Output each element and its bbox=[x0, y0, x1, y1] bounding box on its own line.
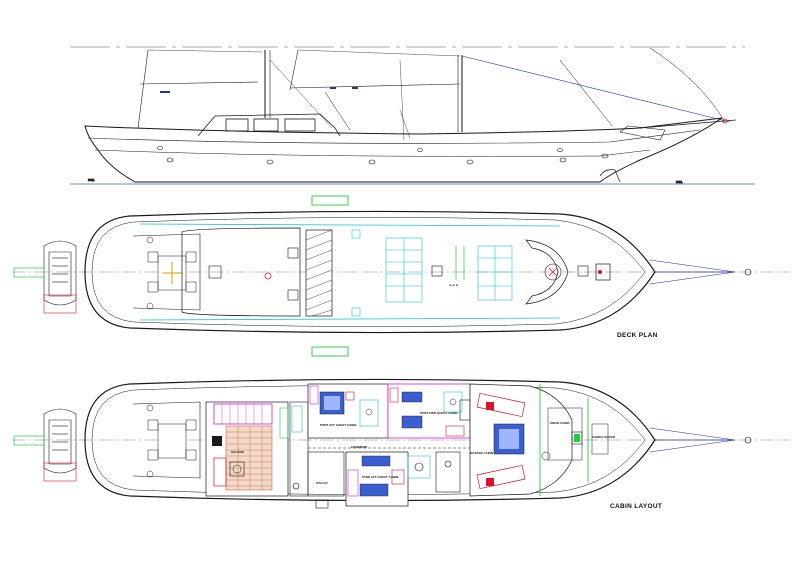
galley bbox=[289, 401, 345, 509]
crew-label: CREW CABIN bbox=[550, 421, 570, 425]
deck-sunbeds bbox=[385, 237, 513, 303]
deck-dining bbox=[146, 236, 197, 310]
side-profile: DWL DWL bbox=[70, 46, 755, 185]
corridor-label: CORRIDOR bbox=[351, 445, 368, 449]
port-fwd-label: PORT FWD GUEST CABIN bbox=[420, 411, 458, 415]
port-aft-guest-cabin: PORT AFT GUEST CABIN bbox=[307, 383, 389, 439]
crew-cabin: CREW CABIN bbox=[547, 407, 583, 461]
port-fwd-guest-cabin: PORT FWD GUEST CABIN bbox=[387, 383, 471, 439]
svg-text:⊕ ⊕ ⊕: ⊕ ⊕ ⊕ bbox=[449, 283, 459, 287]
profile-dwl-right: DWL bbox=[676, 180, 683, 184]
saloon: SALOON bbox=[205, 401, 289, 497]
fore-seating bbox=[525, 239, 569, 305]
cabin-locker: CABIN LOCKER bbox=[591, 423, 616, 455]
companionway-hatch bbox=[305, 229, 333, 317]
cabin-layout: SALOON GALLEY CORRIDOR PORT AFT GUEST CA… bbox=[12, 378, 790, 510]
profile-dwl-left: DWL bbox=[88, 178, 95, 182]
cabin-layout-title: CABIN LAYOUT bbox=[610, 503, 662, 510]
deck-plan-title: DECK PLAN bbox=[617, 332, 658, 339]
galley-label: GALLEY bbox=[316, 481, 328, 485]
cabin-tender bbox=[43, 408, 77, 482]
locker-label: CABIN LOCKER bbox=[592, 435, 616, 439]
saloon-label: SALOON bbox=[231, 450, 244, 454]
portholes bbox=[157, 146, 609, 165]
deck-plan: ⊕ ⊕ ⊕ DECK PLAN bbox=[12, 195, 790, 357]
stbd-aft-guest-cabin: STBD AFT GUEST CABIN bbox=[345, 451, 409, 507]
deck-tender bbox=[43, 240, 77, 314]
profile-deckhouse bbox=[197, 113, 341, 137]
master-label: MASTER CABIN bbox=[470, 451, 493, 455]
stbd-aft-label: STBD AFT GUEST CABIN bbox=[362, 475, 398, 479]
profile-hull bbox=[84, 117, 723, 183]
master-cabin: MASTER CABIN bbox=[469, 383, 573, 497]
port-aft-label: PORT AFT GUEST CABIN bbox=[320, 423, 356, 427]
